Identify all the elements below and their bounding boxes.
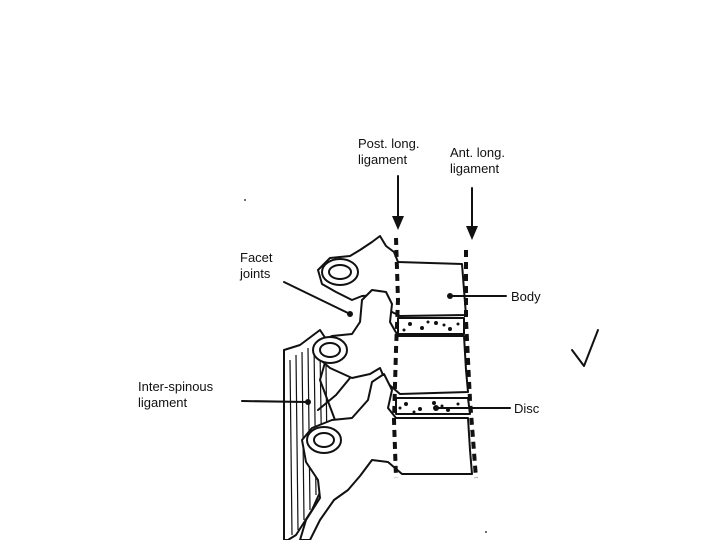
vertebral-column bbox=[283, 235, 478, 540]
vertebra-lower bbox=[299, 373, 473, 540]
post-long-label-line1: Post. long. bbox=[358, 136, 419, 151]
arrow-down-icon bbox=[392, 216, 404, 230]
ant-long-label-line1: Ant. long. bbox=[450, 145, 505, 160]
vertebra-upper bbox=[317, 235, 467, 317]
label-body: Body bbox=[447, 289, 541, 304]
body-label: Body bbox=[511, 289, 541, 304]
interspinous-label-line2: ligament bbox=[138, 395, 188, 410]
label-post-long-ligament: Post. long. ligament bbox=[358, 136, 419, 230]
disc-label: Disc bbox=[514, 401, 540, 416]
intervertebral-disc-upper bbox=[397, 317, 465, 335]
post-long-label-line2: ligament bbox=[358, 152, 408, 167]
label-facet-joints: Facet joints bbox=[239, 250, 351, 315]
facet-label-line2: joints bbox=[239, 266, 271, 281]
interspinous-label-line1: Inter-spinous bbox=[138, 379, 214, 394]
vertebra-middle bbox=[312, 289, 469, 411]
checkmark-icon bbox=[571, 329, 599, 367]
arrow-down-icon bbox=[466, 226, 478, 240]
anterior-longitudinal-ligament bbox=[464, 250, 478, 479]
ant-long-label-line2: ligament bbox=[450, 161, 500, 176]
posterior-longitudinal-ligament bbox=[391, 237, 401, 479]
label-disc: Disc bbox=[433, 401, 540, 416]
intervertebral-disc-lower bbox=[395, 397, 471, 415]
label-interspinous-ligament: Inter-spinous ligament bbox=[138, 379, 311, 410]
label-ant-long-ligament: Ant. long. ligament bbox=[450, 145, 505, 240]
facet-label-line1: Facet bbox=[240, 250, 273, 265]
